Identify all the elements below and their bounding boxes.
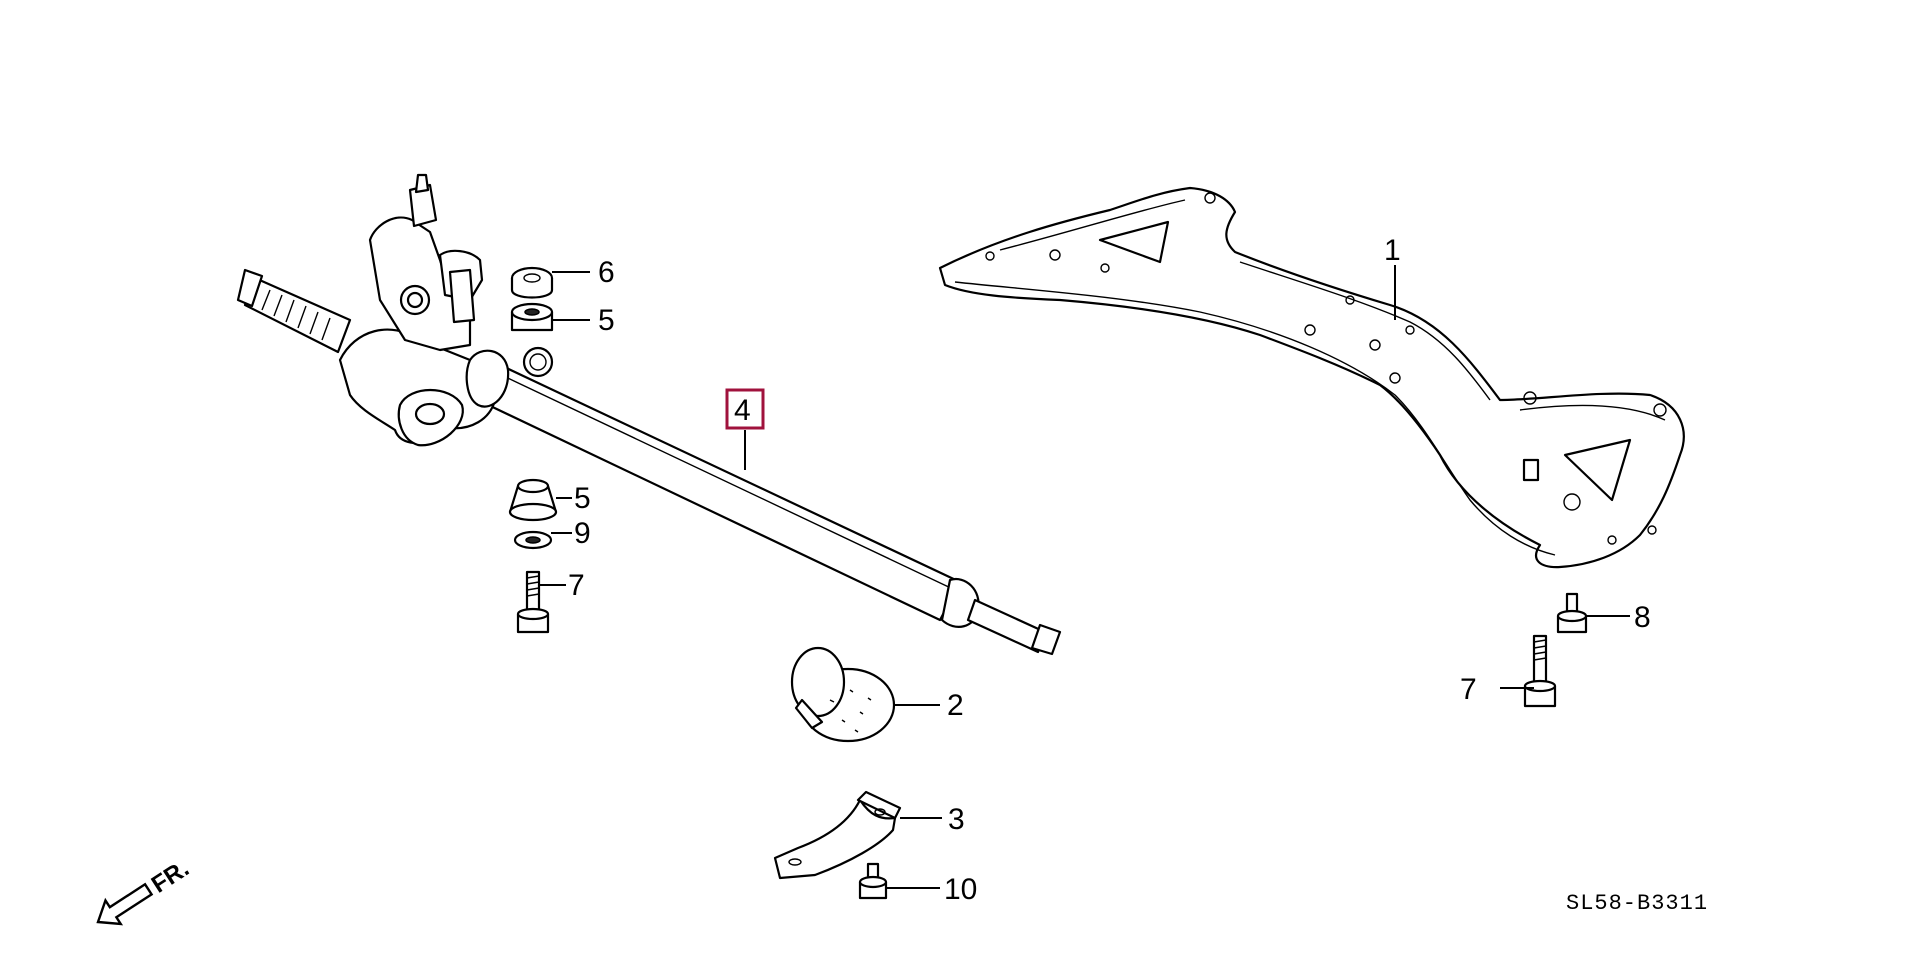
callout-10[interactable]: 10 [944, 873, 977, 906]
washer-9[interactable] [513, 530, 553, 550]
bolt-7b[interactable] [1523, 634, 1557, 708]
nut-5a[interactable] [510, 302, 554, 332]
callout-7-right[interactable]: 7 [1460, 673, 1477, 706]
callout-5-upper[interactable]: 5 [598, 304, 615, 337]
nut-5b[interactable] [508, 478, 558, 522]
steering-rack[interactable] [236, 173, 1062, 656]
bolt-7a[interactable] [516, 570, 550, 634]
subframe-holes [985, 192, 1667, 545]
callout-3[interactable]: 3 [948, 803, 965, 836]
bushing-2[interactable] [790, 646, 896, 743]
callout-1[interactable]: 1 [1384, 234, 1401, 267]
callout-5-lower[interactable]: 5 [574, 482, 591, 515]
diagram-code: SL58-B3311 [1566, 891, 1708, 916]
callout-4-highlight-box [725, 388, 765, 430]
bolt-10[interactable] [858, 862, 888, 900]
front-arrow-icon [96, 882, 154, 926]
front-label: FR. [147, 855, 194, 899]
grommet-6[interactable] [510, 266, 554, 299]
subframe[interactable] [938, 186, 1685, 569]
callout-8[interactable]: 8 [1634, 601, 1651, 634]
callout-4[interactable]: 4 [734, 394, 751, 427]
bracket-3[interactable] [773, 790, 902, 880]
callout-2[interactable]: 2 [947, 689, 964, 722]
callout-6[interactable]: 6 [598, 256, 615, 289]
bolt-8[interactable] [1556, 592, 1588, 634]
leader-lines [539, 265, 1630, 889]
callout-7-left[interactable]: 7 [568, 569, 585, 602]
front-arrow: FR. [96, 855, 194, 926]
callout-9[interactable]: 9 [574, 517, 591, 550]
